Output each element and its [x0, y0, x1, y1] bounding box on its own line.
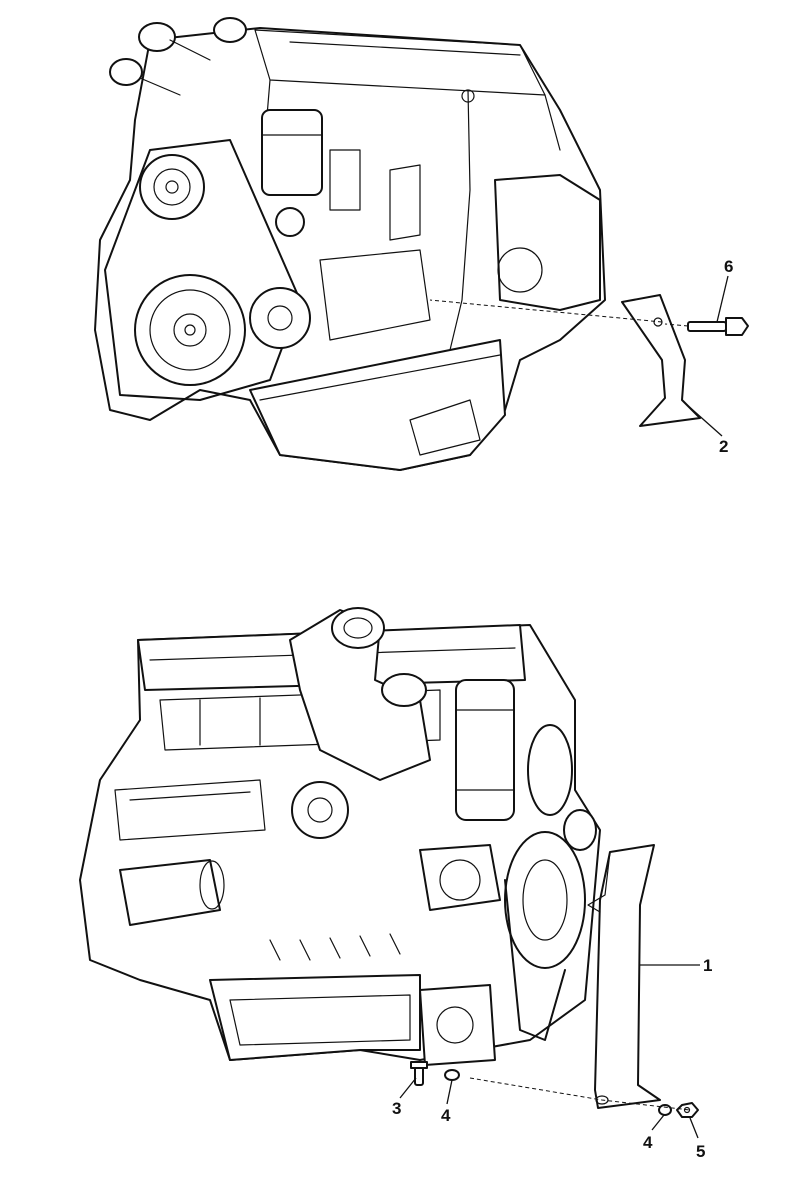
leader-2 — [685, 403, 723, 437]
callout-4-right: 4 — [643, 1133, 653, 1152]
washer-part-4-right — [658, 1104, 672, 1116]
callout-4-left: 4 — [441, 1106, 451, 1125]
bracket-part-1 — [587, 844, 661, 1109]
engine-top-view — [94, 17, 606, 471]
bracket-part-2 — [429, 294, 701, 427]
callout-1: 1 — [703, 956, 712, 975]
bolt-part-3 — [410, 1061, 428, 1086]
engine-bottom-view — [79, 607, 601, 1066]
callout-3: 3 — [392, 1099, 401, 1118]
callout-2: 2 — [719, 437, 728, 456]
leader-4-right — [651, 1114, 665, 1131]
leader-4-left — [446, 1079, 453, 1105]
leader-5 — [689, 1117, 699, 1139]
callout-6: 6 — [724, 257, 733, 276]
assembly-line-bottom — [469, 1077, 691, 1111]
callout-5: 5 — [696, 1142, 705, 1161]
leader-3 — [399, 1077, 417, 1099]
leader-6 — [716, 275, 729, 323]
washer-part-4-left — [444, 1069, 460, 1081]
bolt-part-6 — [664, 317, 749, 336]
